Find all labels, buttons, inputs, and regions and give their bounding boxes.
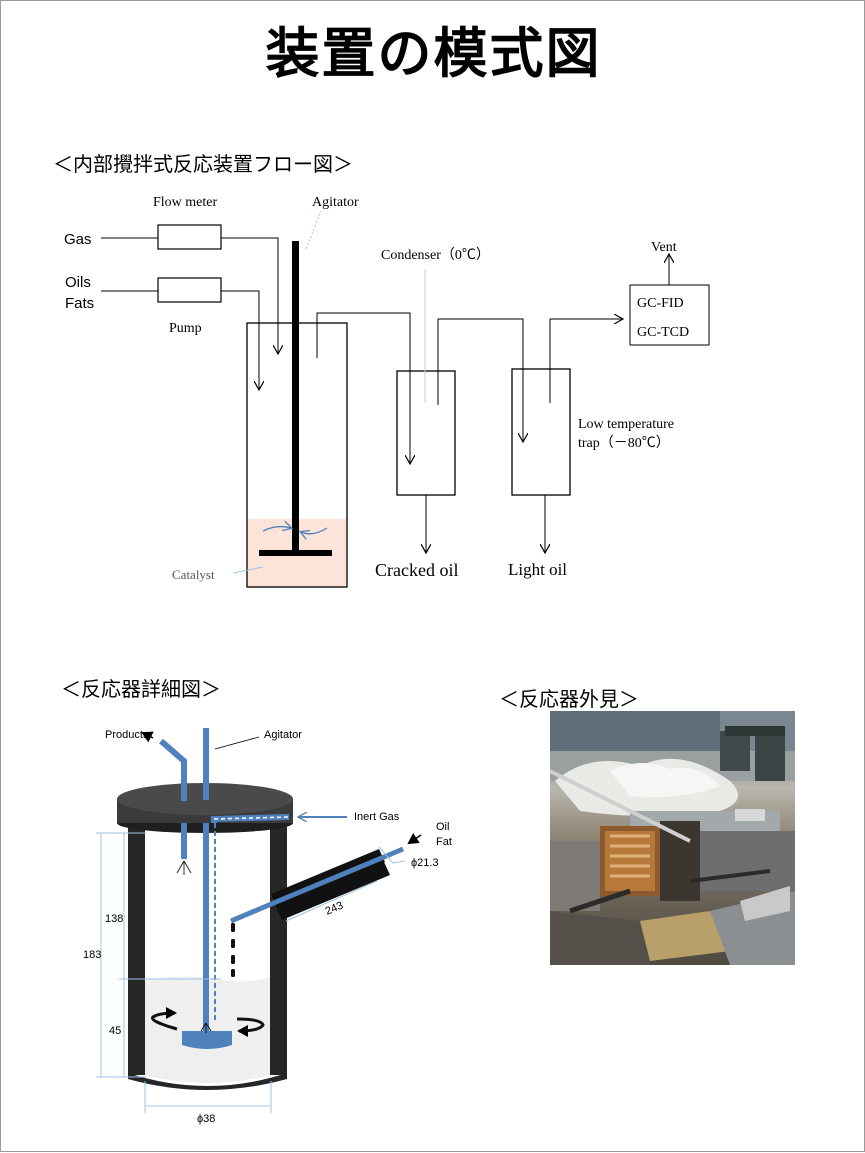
reactor-photo [550, 711, 795, 965]
light-oil-label: Light oil [508, 560, 567, 579]
condenser-to-trap-line [437, 318, 523, 441]
oil-fat-arrow [407, 833, 422, 845]
condenser-label: Condenser（0℃） [381, 247, 490, 263]
stir-arrow-left [262, 527, 291, 532]
products-arrow [141, 731, 154, 743]
gas-to-reactor-line [221, 237, 278, 353]
reactor-wall-right [270, 823, 287, 1075]
flow-diagram-heading: ＜内部攪拌式反応装置フロー図＞ [53, 152, 353, 176]
agitator-shaft-top [203, 728, 209, 800]
low-temp-trap-vessel [511, 368, 571, 496]
low-temp-label-1: Low temperature [578, 417, 674, 432]
droplet-2 [231, 939, 235, 948]
gc-box [629, 284, 710, 346]
feed-pipe-inner [230, 846, 404, 924]
gc-tcd-label: GC-TCD [637, 325, 689, 340]
dimension-lines [96, 832, 406, 1113]
reactor-bottom [128, 1073, 287, 1090]
inlet-small-arrows [176, 860, 192, 875]
gas-label: Gas [64, 231, 92, 248]
oils-label: Oils [65, 274, 91, 291]
trap-to-gc-line [549, 319, 622, 403]
shaft-tip-arrows [200, 1022, 212, 1033]
dim-phi38-label: ϕ38 [197, 1113, 215, 1125]
oil-label: Oil [436, 821, 449, 833]
fat-label: Fat [436, 836, 452, 848]
page-title: 装置の模式図 [265, 22, 602, 85]
droplet-3 [231, 955, 235, 964]
inert-gas-tube-highlight [213, 816, 290, 820]
reactor-detail-heading: ＜反応器詳細図＞ [61, 677, 221, 701]
catalyst-leader [232, 566, 264, 574]
low-temp-label-2: trap（－80℃） [578, 435, 670, 451]
stir-arrow-right [301, 527, 328, 534]
agitator-label: Agitator [312, 195, 359, 210]
impeller [182, 1031, 232, 1049]
rotation-arrow-left [151, 1007, 178, 1031]
feed-pipe-outer-bottom [276, 862, 390, 920]
agitator-blade [259, 550, 332, 556]
rotation-arrow-right [236, 1017, 265, 1037]
fats-label: Fats [65, 295, 94, 312]
dim-45-label: 45 [109, 1025, 121, 1037]
gc-fid-label: GC-FID [637, 296, 684, 311]
catalyst-label: Catalyst [172, 567, 215, 582]
cracked-oil-label: Cracked oil [375, 560, 458, 580]
agitator-leader [305, 210, 322, 250]
dim-138-label: 138 [105, 913, 123, 925]
agitator-detail-label: Agitator [264, 729, 302, 741]
flow-meter-label: Flow meter [153, 195, 217, 210]
pump-box [157, 277, 222, 303]
products-label: Products [105, 729, 149, 741]
flow-meter-box [157, 224, 222, 250]
droplet-4 [231, 969, 235, 977]
dim-243-label: 243 [324, 900, 346, 918]
reactor-to-condenser-line [316, 312, 410, 463]
inert-gas-label: Inert Gas [354, 811, 400, 823]
dim-183-label: 183 [83, 949, 101, 961]
pump-label: Pump [169, 321, 202, 336]
agitator-detail-leader [214, 736, 260, 750]
agitator-shaft [292, 241, 299, 555]
reactor-photo-image [550, 711, 795, 965]
reactor-appearance-heading: ＜反応器外見＞ [499, 687, 639, 711]
products-inlet-tube [181, 823, 187, 859]
dim-phi213-label: ϕ21.3 [411, 857, 439, 869]
droplet-1 [231, 923, 235, 932]
oils-to-reactor-line [221, 290, 259, 389]
products-tube [159, 738, 187, 801]
vent-label: Vent [651, 240, 677, 255]
reactor-wall-left [128, 823, 145, 1075]
agitator-shaft-detail [203, 823, 209, 1031]
